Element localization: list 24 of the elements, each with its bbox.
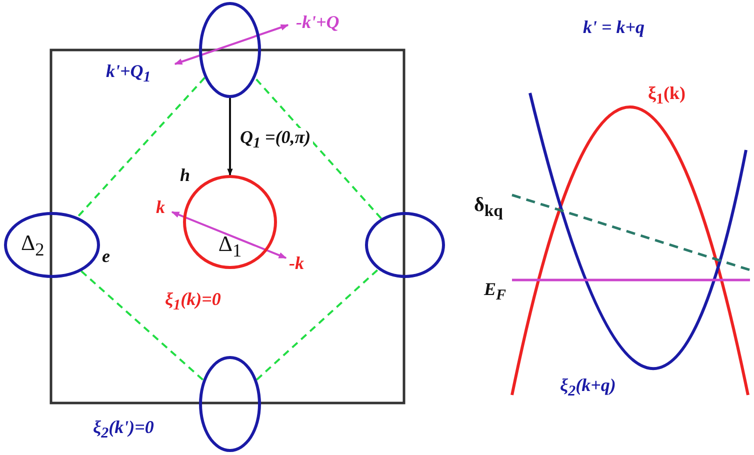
formula-label: k' = k+q — [583, 18, 645, 38]
formula-label: h — [180, 166, 190, 186]
formula-label: k'+Q$_{1}$ — [106, 62, 151, 86]
formula-label: δ$_{kq}$ — [474, 194, 503, 220]
dashed-line — [254, 77, 382, 220]
arrow — [227, 98, 233, 176]
dashed-line — [80, 270, 204, 381]
formula-label: e — [102, 247, 110, 267]
gap-symbol: Δ$_{1}$ — [218, 232, 242, 260]
fermi-surface-ellipse — [365, 212, 445, 278]
formula-label: k — [156, 198, 165, 218]
dashed-line — [256, 268, 379, 380]
formula-label: -k'+Q — [296, 13, 340, 33]
gap-symbol: Δ$_{2}$ — [21, 232, 44, 258]
fermi-surface-ellipse — [4, 212, 100, 278]
formula-label: E$_{F}$ — [484, 280, 506, 304]
fermi-surface-ellipse — [199, 356, 261, 452]
formula-label: ξ$_{2}$(k')=0 — [93, 418, 154, 442]
formula-label: ξ$_{2}$(k+q) — [560, 376, 616, 400]
formula-label: -k — [289, 254, 304, 274]
fermi-surface-ellipse — [199, 2, 261, 98]
formula-label: ξ$_{1}$(k)=0 — [165, 290, 221, 314]
formula-label: ξ$_{1}$(k) — [648, 84, 686, 108]
dashed-line — [76, 77, 206, 218]
